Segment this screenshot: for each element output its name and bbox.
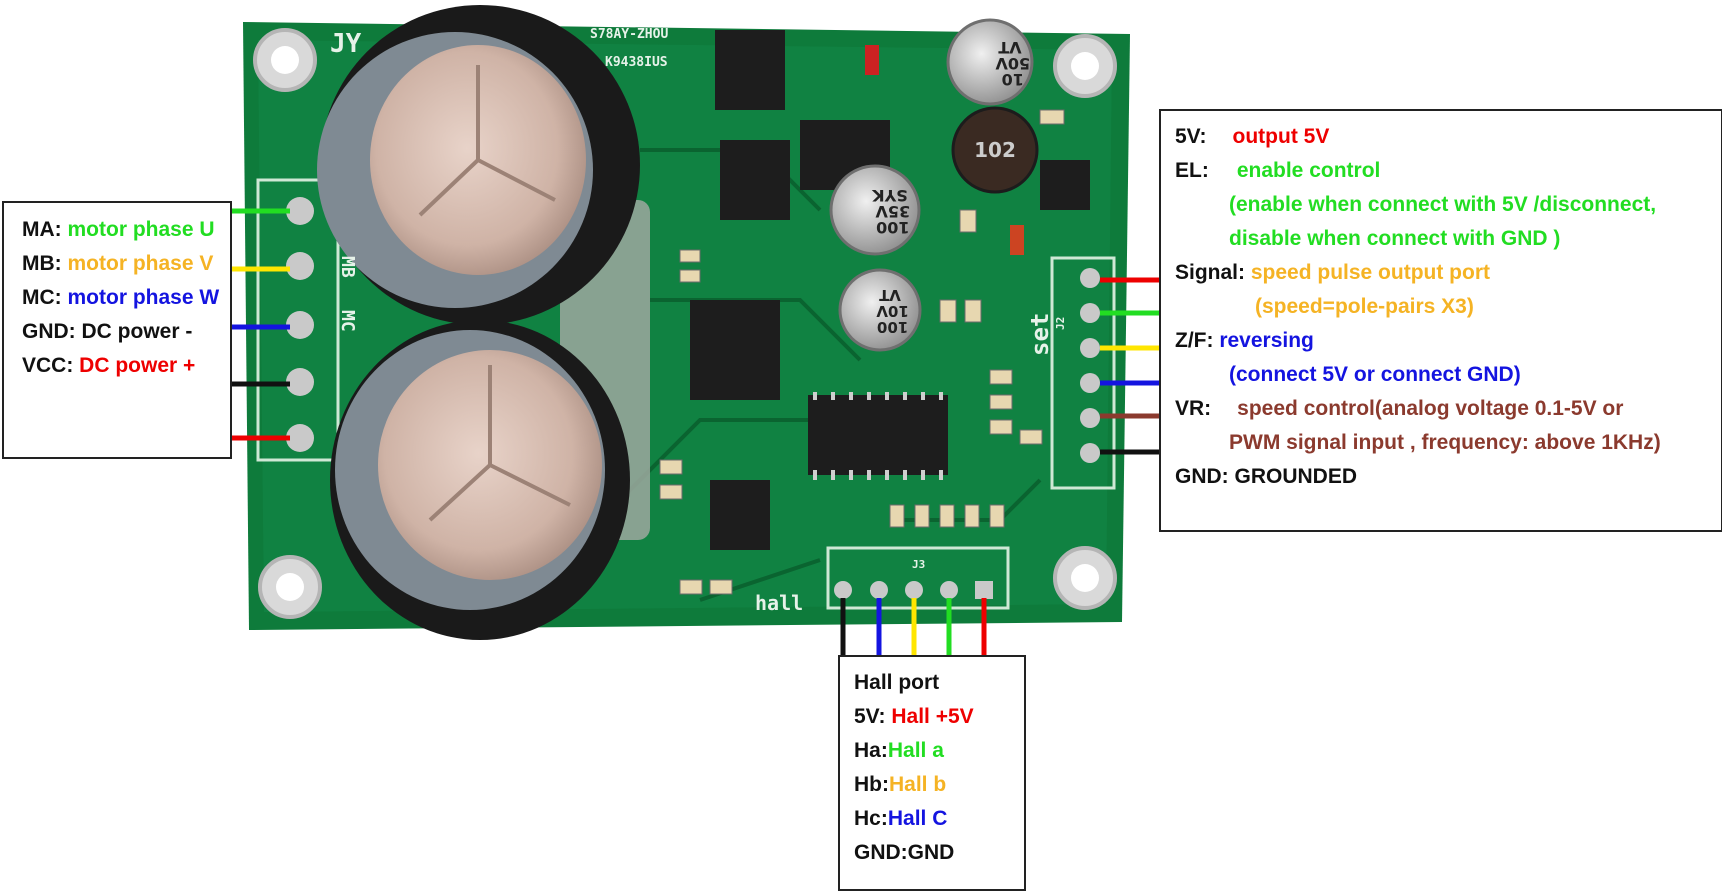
large-capacitor-top xyxy=(317,5,640,325)
smd-parts xyxy=(659,109,1065,595)
legend-line-zf: Z/F: reversing xyxy=(1175,329,1314,352)
large-capacitor-bottom xyxy=(330,320,630,640)
control-pads xyxy=(1050,256,1116,490)
legend-line-zf-note: (connect 5V or connect GND) xyxy=(1229,363,1521,386)
silk-mb: MB xyxy=(337,256,358,278)
legend-line-el-note2: disable when connect with GND ) xyxy=(1229,227,1561,250)
svg-text:10 50V VT: 10 50V VT xyxy=(990,38,1030,89)
silk-mc: MC xyxy=(337,310,358,332)
motor-power-wires xyxy=(232,208,290,441)
hall-pads xyxy=(826,546,1010,610)
control-legend: 5V:output 5V EL:enable control (enable w… xyxy=(1159,109,1722,532)
silk-jy: JY xyxy=(330,29,362,59)
hall-legend-title: Hall port xyxy=(854,671,940,694)
legend-line-gnd: GND: DC power - xyxy=(22,320,193,343)
hall-line-hb: Hb:Hall b xyxy=(854,773,947,796)
legend-line-mc: MC: motor phase W xyxy=(22,286,220,309)
svg-text:100 10V VT: 100 10V VT xyxy=(871,286,909,336)
legend-line-gnd-control: GND: GROUNDED xyxy=(1175,465,1358,488)
small-capacitor-10uf: 10 50V VT xyxy=(946,18,1034,106)
hall-line-ha: Ha:Hall a xyxy=(854,739,944,762)
small-capacitor-100uf-10v: 100 10V VT xyxy=(838,268,922,352)
silk-hall: hall xyxy=(755,591,803,615)
small-capacitor-100uf-35v: 100 35V SYK xyxy=(829,164,921,256)
legend-line-mb: MB: motor phase V xyxy=(22,252,214,275)
pcb-board: 10 50V VT 100 35V SYK 100 10V VT 102 xyxy=(243,5,1130,640)
hall-line-hc: Hc:Hall C xyxy=(854,807,948,830)
legend-line-el-note1: (enable when connect with 5V /disconnect… xyxy=(1229,193,1657,216)
motor-power-legend: MA: motor phase U MB: motor phase V MC: … xyxy=(2,201,232,459)
legend-line-signal: Signal: speed pulse output port xyxy=(1175,261,1491,284)
hall-legend: Hall port 5V: Hall +5V Ha:Hall a Hb:Hall… xyxy=(838,655,1026,891)
inductor: 102 xyxy=(951,106,1039,194)
silk-chip-code: K9438IUS xyxy=(605,55,668,70)
hall-wires xyxy=(840,598,987,656)
legend-line-vr: VR:speed control(analog voltage 0.1-5V o… xyxy=(1175,397,1624,420)
silk-set: set xyxy=(1026,313,1054,356)
ic-chips xyxy=(690,30,1090,550)
mounting-holes xyxy=(253,28,1117,619)
silk-chip-top: S78AY-ZHOU xyxy=(590,27,668,42)
legend-line-signal-note: (speed=pole-pairs X3) xyxy=(1255,295,1474,318)
legend-line-vr-note: PWM signal input , frequency: above 1KHz… xyxy=(1229,431,1661,454)
silk-j2: J2 xyxy=(1054,317,1067,330)
control-wires xyxy=(1100,277,1159,455)
hall-line-gnd: GND:GND xyxy=(854,841,955,864)
motor-power-pads xyxy=(256,178,340,462)
silk-j3: J3 xyxy=(912,558,925,571)
legend-line-ma: MA: motor phase U xyxy=(22,218,215,241)
legend-line-5v: 5V:output 5V xyxy=(1175,125,1330,148)
legend-line-el: EL:enable control xyxy=(1175,159,1381,182)
hall-line-5v: 5V: Hall +5V xyxy=(854,705,974,728)
svg-text:100 35V SYK: 100 35V SYK xyxy=(870,186,910,237)
svg-text:102: 102 xyxy=(974,138,1016,162)
legend-line-vcc: VCC: DC power + xyxy=(22,354,196,377)
